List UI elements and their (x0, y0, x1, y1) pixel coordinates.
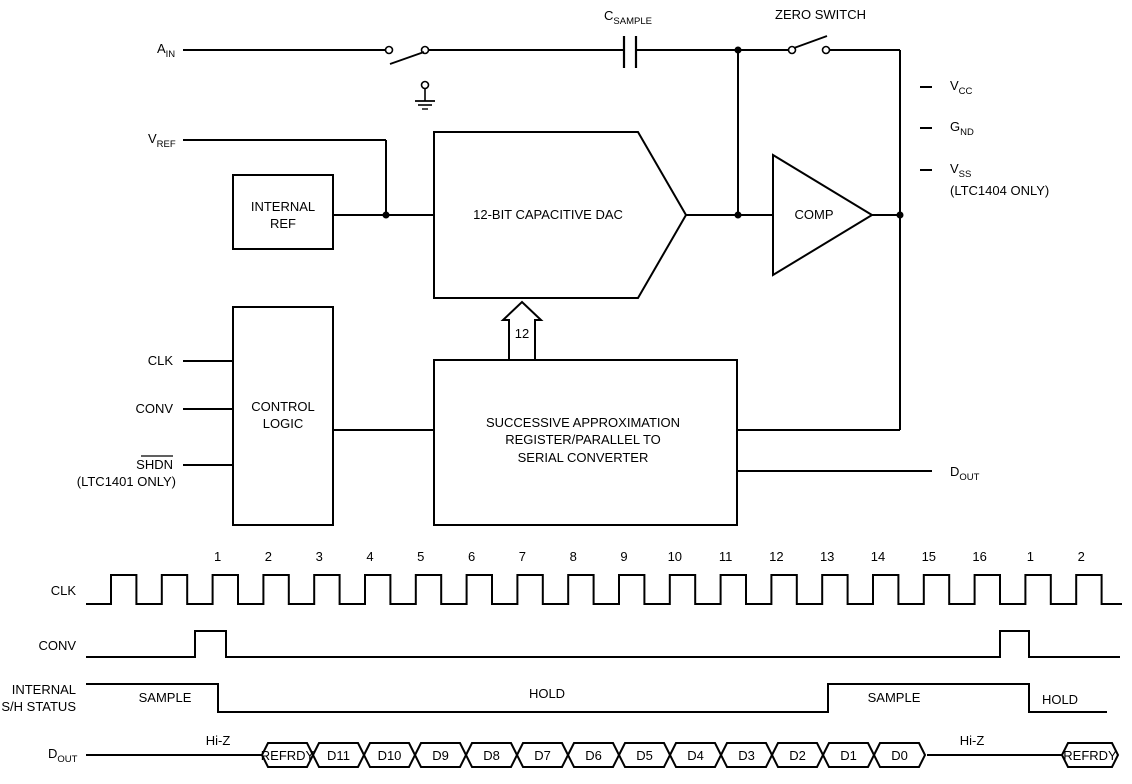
shdn-note: (LTC1401 ONLY) (77, 474, 176, 489)
clock-number: 13 (820, 549, 834, 564)
clock-number: 1 (214, 549, 221, 564)
dout-bit-label: D5 (636, 748, 653, 763)
clock-number: 14 (871, 549, 885, 564)
csample-capacitor (622, 36, 638, 68)
internal-ref-line2: REF (270, 216, 296, 231)
dout-bit-label: D7 (534, 748, 551, 763)
comp-label: COMP (795, 207, 834, 222)
clock-number: 12 (769, 549, 783, 564)
internal-ref-block (232, 174, 334, 250)
dout-bit-label: D8 (483, 748, 500, 763)
vref-label: VREF (148, 131, 176, 150)
clock-number: 5 (417, 549, 424, 564)
clock-number: 11 (719, 549, 733, 564)
dac-label: 12-BIT CAPACITIVE DAC (473, 207, 623, 222)
clock-number: 8 (570, 549, 577, 564)
status-hold-2: HOLD (1042, 692, 1078, 707)
status-hold-1: HOLD (529, 686, 565, 701)
dout-end-label: REFRDY (1063, 748, 1117, 763)
timing-dout-label: DOUT (48, 746, 78, 765)
dout-bit-label: D4 (687, 748, 704, 763)
ground-icon (415, 80, 435, 110)
conv-waveform (86, 630, 1120, 658)
status-sample-1: SAMPLE (139, 690, 192, 705)
clk-pin-label: CLK (148, 353, 174, 368)
clock-number: 9 (620, 549, 627, 564)
zero-switch-label: ZERO SWITCH (775, 7, 866, 22)
gnd-label: GND (950, 119, 974, 138)
control-logic-line2: LOGIC (263, 416, 303, 431)
dout-pin-label: DOUT (950, 464, 980, 483)
clock-number: 7 (519, 549, 526, 564)
internal-ref-line1: INTERNAL (251, 199, 315, 214)
timing-status-label-2: S/H STATUS (1, 699, 76, 714)
sar-line3: SERIAL CONVERTER (518, 450, 649, 465)
dout-bit-cell (872, 742, 927, 768)
zero-switch (787, 35, 831, 55)
dout-bit-label: D3 (738, 748, 755, 763)
clock-number: 2 (265, 549, 272, 564)
vcc-label: VCC (950, 78, 973, 97)
clock-number: 2 (1078, 549, 1085, 564)
shdn-pin-label: SHDN (136, 457, 173, 472)
bus-arrow (500, 300, 544, 361)
dac-block (433, 131, 688, 299)
clock-number: 4 (366, 549, 373, 564)
clock-number: 3 (316, 549, 323, 564)
ain-label: AIN (157, 41, 175, 60)
dout-bit-label: D10 (378, 748, 402, 763)
control-logic-line1: CONTROL (251, 399, 315, 414)
status-sample-2: SAMPLE (868, 690, 921, 705)
dout-bit-label: REFRDY (261, 748, 315, 763)
vss-note: (LTC1404 ONLY) (950, 183, 1049, 198)
dout-hiz-1: Hi-Z (206, 733, 231, 748)
timing-conv-label: CONV (38, 638, 76, 653)
clock-number: 15 (922, 549, 936, 564)
dout-bit-label: D1 (840, 748, 857, 763)
dout-bit-label: D0 (891, 748, 908, 763)
junction-dot (382, 211, 390, 219)
dout-hiz-2: Hi-Z (960, 733, 985, 748)
vss-label: VSS (950, 161, 971, 180)
clock-number: 10 (668, 549, 682, 564)
dout-bit-label: D2 (789, 748, 806, 763)
comparator-block (772, 153, 874, 277)
sh-status-waveform (86, 683, 1107, 713)
timing-status-label-1: INTERNAL (12, 682, 76, 697)
clk-waveform (86, 574, 1122, 605)
csample-label: CSAMPLE (604, 8, 652, 27)
bus-width-label: 12 (515, 326, 529, 341)
dout-bit-label: D6 (585, 748, 602, 763)
clock-number: 1 (1027, 549, 1034, 564)
control-logic-block (232, 306, 334, 526)
clock-number: 16 (972, 549, 986, 564)
sample-switch (384, 45, 430, 65)
junction-dot (734, 211, 742, 219)
dout-bit-label: D9 (432, 748, 449, 763)
clock-number: 6 (468, 549, 475, 564)
dout-bit-label: D11 (327, 748, 350, 763)
dout-end-cell (1060, 742, 1120, 768)
sar-line2: REGISTER/PARALLEL TO (505, 432, 661, 447)
sar-block (433, 359, 738, 526)
dout-bit-cells: REFRDY D11 D10 D9 D8 D7 D6 D5 D4 D3 D2 D1 D0 (261, 742, 927, 768)
sar-line1: SUCCESSIVE APPROXIMATION (486, 415, 680, 430)
conv-pin-label: CONV (135, 401, 173, 416)
timing-clk-label: CLK (51, 583, 77, 598)
